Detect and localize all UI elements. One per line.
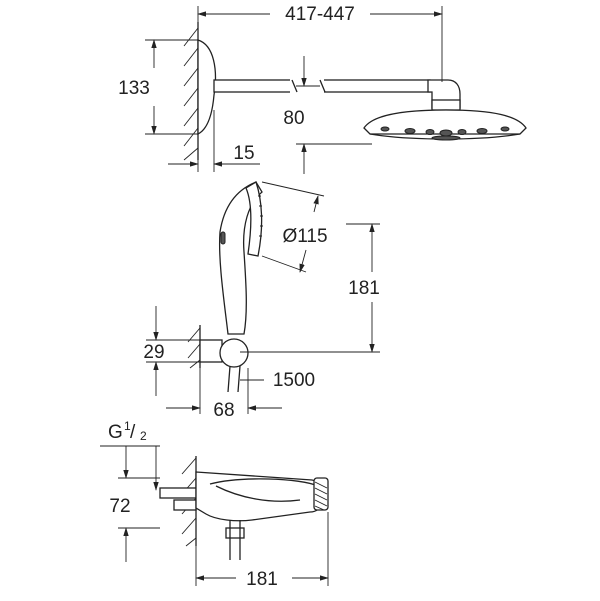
temperature-knob bbox=[313, 477, 329, 511]
dim-head-drop: 80 bbox=[283, 56, 372, 174]
hand-shower-button bbox=[220, 231, 226, 245]
label-holder-depth: 68 bbox=[213, 400, 234, 421]
label-thread-den: 2 bbox=[140, 429, 147, 443]
label-plate-offset: 15 bbox=[233, 143, 254, 164]
dim-thermo-height: 72 bbox=[109, 446, 160, 562]
head-neck bbox=[431, 99, 461, 111]
dim-head-wall-height: 133 bbox=[118, 39, 198, 135]
thread-label: G 1 / 2 bbox=[100, 419, 160, 491]
label-hand-diameter: Ø115 bbox=[282, 226, 327, 247]
label-thermo-height: 72 bbox=[109, 496, 130, 517]
dim-hand-diameter: Ø115 bbox=[261, 181, 328, 273]
hand-shower-nozzles bbox=[258, 195, 263, 237]
inlet-upper bbox=[159, 487, 197, 499]
hand-shower-handle bbox=[218, 181, 263, 335]
label-thermo-length: 181 bbox=[246, 569, 278, 590]
dim-holder-height: 29 bbox=[143, 306, 200, 396]
dim-holder-depth: 68 bbox=[166, 368, 282, 421]
head-wall-plate bbox=[197, 39, 217, 136]
head-shower-view: 417-447 133 80 15 bbox=[118, 4, 527, 174]
label-head-drop: 80 bbox=[283, 108, 304, 129]
label-holder-height: 29 bbox=[143, 342, 164, 363]
dim-hand-height: 181 bbox=[240, 223, 380, 353]
hand-shower-face bbox=[245, 181, 263, 257]
hand-holder-bracket bbox=[199, 339, 223, 363]
dim-plate-offset: 15 bbox=[168, 110, 260, 172]
head-nozzles bbox=[380, 126, 510, 141]
label-head-wall-height: 133 bbox=[118, 78, 150, 99]
label-thread-slash: / bbox=[130, 422, 136, 443]
hand-shower-view: Ø115 181 29 1500 68 bbox=[143, 181, 380, 421]
hose bbox=[227, 365, 241, 393]
hose-outlet bbox=[225, 520, 245, 560]
label-thread-prefix: G bbox=[108, 422, 123, 443]
label-hand-height: 181 bbox=[348, 278, 380, 299]
inlet-lower bbox=[173, 499, 197, 511]
label-hose-length: 1500 bbox=[273, 370, 315, 391]
label-overall-length: 417-447 bbox=[285, 4, 355, 25]
dim-thermo-length: 181 bbox=[195, 512, 329, 590]
hand-holder-ball bbox=[219, 338, 249, 368]
wall-hatch-top bbox=[183, 22, 199, 161]
dim-overall-length: 417-447 bbox=[197, 4, 443, 82]
thermostat-view: G 1 / 2 72 181 bbox=[100, 419, 329, 590]
label-thread-num: 1 bbox=[124, 419, 131, 433]
dim-hose-length: 1500 bbox=[240, 370, 315, 391]
